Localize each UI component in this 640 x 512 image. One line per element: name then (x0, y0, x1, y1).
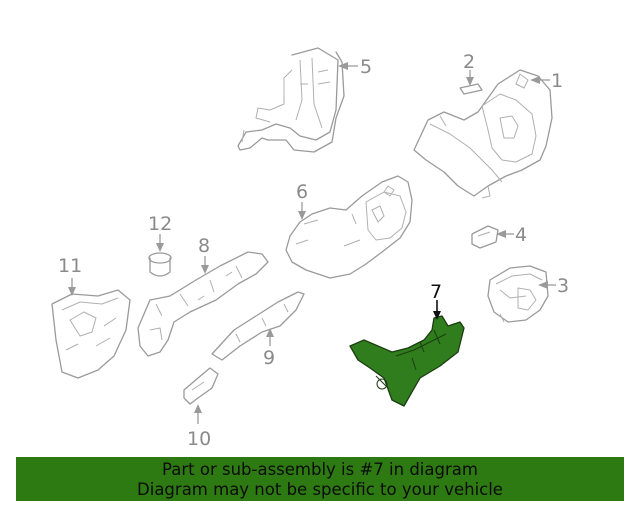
callout-label-5: 5 (360, 56, 372, 78)
callout-12: 12 (148, 213, 172, 252)
callout-label-7: 7 (430, 281, 442, 303)
part-5-bracket (237, 47, 345, 153)
callout-label-4: 4 (515, 224, 527, 246)
callout-2: 2 (463, 51, 475, 86)
part-2-clip (459, 83, 483, 95)
callout-label-8: 8 (198, 235, 210, 257)
callout-label-2: 2 (463, 51, 475, 73)
callout-label-1: 1 (551, 70, 563, 92)
callout-11: 11 (58, 255, 82, 296)
part-9-trim-strip (211, 291, 305, 361)
banner-line-2: Diagram may not be specific to your vehi… (137, 480, 503, 499)
callout-4: 4 (496, 224, 527, 246)
part-10-small-trim (183, 367, 219, 405)
callout-5: 5 (338, 56, 372, 78)
info-banner: Part or sub-assembly is #7 in diagram Di… (16, 457, 624, 501)
part-3-cup-holder (487, 265, 549, 323)
parts-diagram: 1 2 3 4 5 6 7 8 9 10 (51, 47, 569, 450)
callout-9: 9 (263, 328, 275, 369)
part-11-side-panel (51, 289, 131, 379)
callout-label-12: 12 (148, 213, 172, 235)
callout-label-9: 9 (263, 347, 275, 369)
part-6-trim-panel (285, 175, 413, 279)
callout-10: 10 (187, 404, 211, 450)
part-4-clip (471, 225, 499, 249)
banner-line-1: Part or sub-assembly is #7 in diagram (162, 460, 478, 479)
callout-6: 6 (296, 181, 308, 220)
callout-8: 8 (198, 235, 210, 274)
callout-3: 3 (538, 275, 569, 297)
callout-label-6: 6 (296, 181, 308, 203)
callout-7: 7 (430, 281, 442, 320)
callout-label-11: 11 (58, 255, 82, 277)
part-7-highlighted-bracket (349, 315, 465, 407)
callout-label-10: 10 (187, 428, 211, 450)
callout-1: 1 (530, 70, 563, 92)
part-8-side-bracket (137, 251, 269, 357)
callout-label-3: 3 (557, 275, 569, 297)
part-1-console-housing (413, 69, 553, 199)
part-12-plug (148, 252, 172, 277)
